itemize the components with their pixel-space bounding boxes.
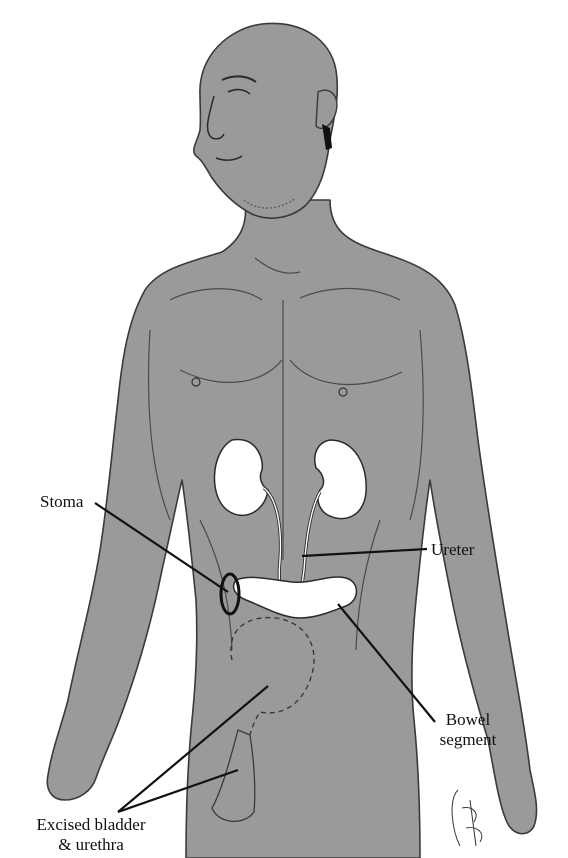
bowel-segment-label-line1: Bowel — [418, 710, 518, 730]
stoma-label: Stoma — [40, 492, 83, 512]
artist-signature — [452, 790, 482, 846]
bowel-segment-label-line2: segment — [418, 730, 518, 750]
excised-bladder-label-line1: Excised bladder — [6, 815, 176, 835]
bowel-segment-label: Bowel segment — [418, 710, 518, 751]
excised-bladder-label: Excised bladder & urethra — [6, 815, 176, 856]
excised-bladder-label-line2: & urethra — [6, 835, 176, 855]
body-silhouette — [47, 200, 536, 858]
hand-fingers — [62, 802, 94, 808]
ureter-label: Ureter — [431, 540, 474, 560]
